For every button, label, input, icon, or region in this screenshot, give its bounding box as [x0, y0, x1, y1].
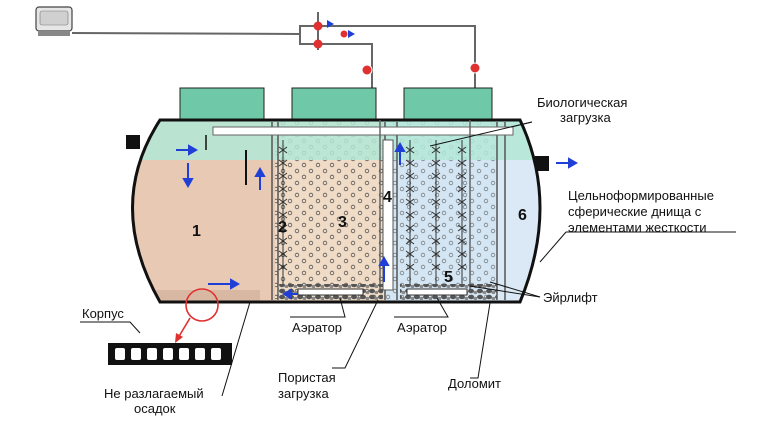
label-aerator-left: Аэратор	[292, 320, 342, 335]
chamber-number-1: 1	[192, 223, 201, 240]
bio-knot	[431, 185, 441, 193]
label-aerator-right: Аэратор	[397, 320, 447, 335]
bio-knot	[457, 211, 467, 219]
bio-knot	[278, 250, 288, 258]
bio-knot	[431, 146, 441, 154]
bio-knot	[278, 146, 288, 154]
flow-arrow-icon	[327, 20, 355, 38]
inlet-pipe	[126, 135, 140, 149]
distribution-pipe	[212, 126, 514, 136]
bio-knot	[431, 211, 441, 219]
bio-knot	[457, 224, 467, 232]
bio-knot	[405, 263, 415, 271]
bio-knot	[405, 211, 415, 219]
chamber-number-5: 5	[444, 269, 453, 286]
bio-knot	[278, 185, 288, 193]
label-dolomite: Доломит	[448, 376, 501, 391]
bio-knot	[405, 159, 415, 167]
bio-knot	[431, 224, 441, 232]
bio-knot	[278, 159, 288, 167]
bio-knot	[278, 172, 288, 180]
chamber-number-4: 4	[383, 189, 392, 206]
flow-arrow-icon	[176, 141, 579, 300]
body-hole	[211, 348, 221, 360]
bio-knot	[405, 185, 415, 193]
label-bio-load: Биологическая загрузка	[537, 95, 631, 125]
bio-knot	[405, 250, 415, 258]
bio-knot	[457, 146, 467, 154]
label-sediment: Не разлагаемый осадок	[104, 386, 207, 416]
bio-knot	[457, 172, 467, 180]
aerator-left	[297, 288, 364, 296]
magnifier-circle-icon	[185, 288, 219, 322]
bio-knot	[278, 237, 288, 245]
tank-hatch	[179, 87, 493, 122]
body-hole	[195, 348, 205, 360]
outlet-pipe	[535, 156, 549, 171]
bio-knot	[405, 224, 415, 232]
bio-load-strings	[282, 140, 463, 285]
body-hole	[131, 348, 141, 360]
bio-knot	[431, 237, 441, 245]
chamber-number-2: 2	[278, 219, 287, 236]
bio-knot	[457, 185, 467, 193]
bio-knot	[457, 263, 467, 271]
aerator-right	[406, 288, 468, 296]
bio-knot	[457, 250, 467, 258]
air-compressor-icon	[35, 6, 73, 36]
label-porous-load: Пористая загрузка	[278, 370, 339, 401]
bio-knot	[278, 263, 288, 271]
body-section-icon	[108, 343, 232, 365]
bio-knot	[405, 172, 415, 180]
bio-knot	[278, 224, 288, 232]
label-airlift: Эйрлифт	[543, 290, 598, 305]
chamber-number-6: 6	[518, 207, 527, 224]
body-hole	[179, 348, 189, 360]
bio-knot	[431, 263, 441, 271]
bio-knot	[278, 198, 288, 206]
bio-knot	[431, 159, 441, 167]
body-hole	[115, 348, 125, 360]
chamber-number-3: 3	[338, 214, 347, 231]
bio-knot	[431, 198, 441, 206]
bio-knot	[278, 211, 288, 219]
body-hole	[147, 348, 157, 360]
tank-interior	[132, 120, 540, 302]
bio-knot	[431, 250, 441, 258]
bio-knot	[457, 159, 467, 167]
leader-lines	[80, 121, 736, 397]
body-hole	[163, 348, 173, 360]
bio-knot	[457, 198, 467, 206]
label-spherical-ends: Цельноформированные сферические днища с …	[568, 188, 718, 235]
bio-knot	[405, 237, 415, 245]
bio-knot	[431, 172, 441, 180]
airlift-tube	[382, 139, 394, 291]
valve-icon	[313, 21, 481, 76]
bio-knot	[405, 198, 415, 206]
label-body: Корпус	[82, 306, 124, 321]
bio-load-knots	[278, 146, 467, 271]
bio-knot	[405, 146, 415, 154]
bio-knot	[457, 237, 467, 245]
